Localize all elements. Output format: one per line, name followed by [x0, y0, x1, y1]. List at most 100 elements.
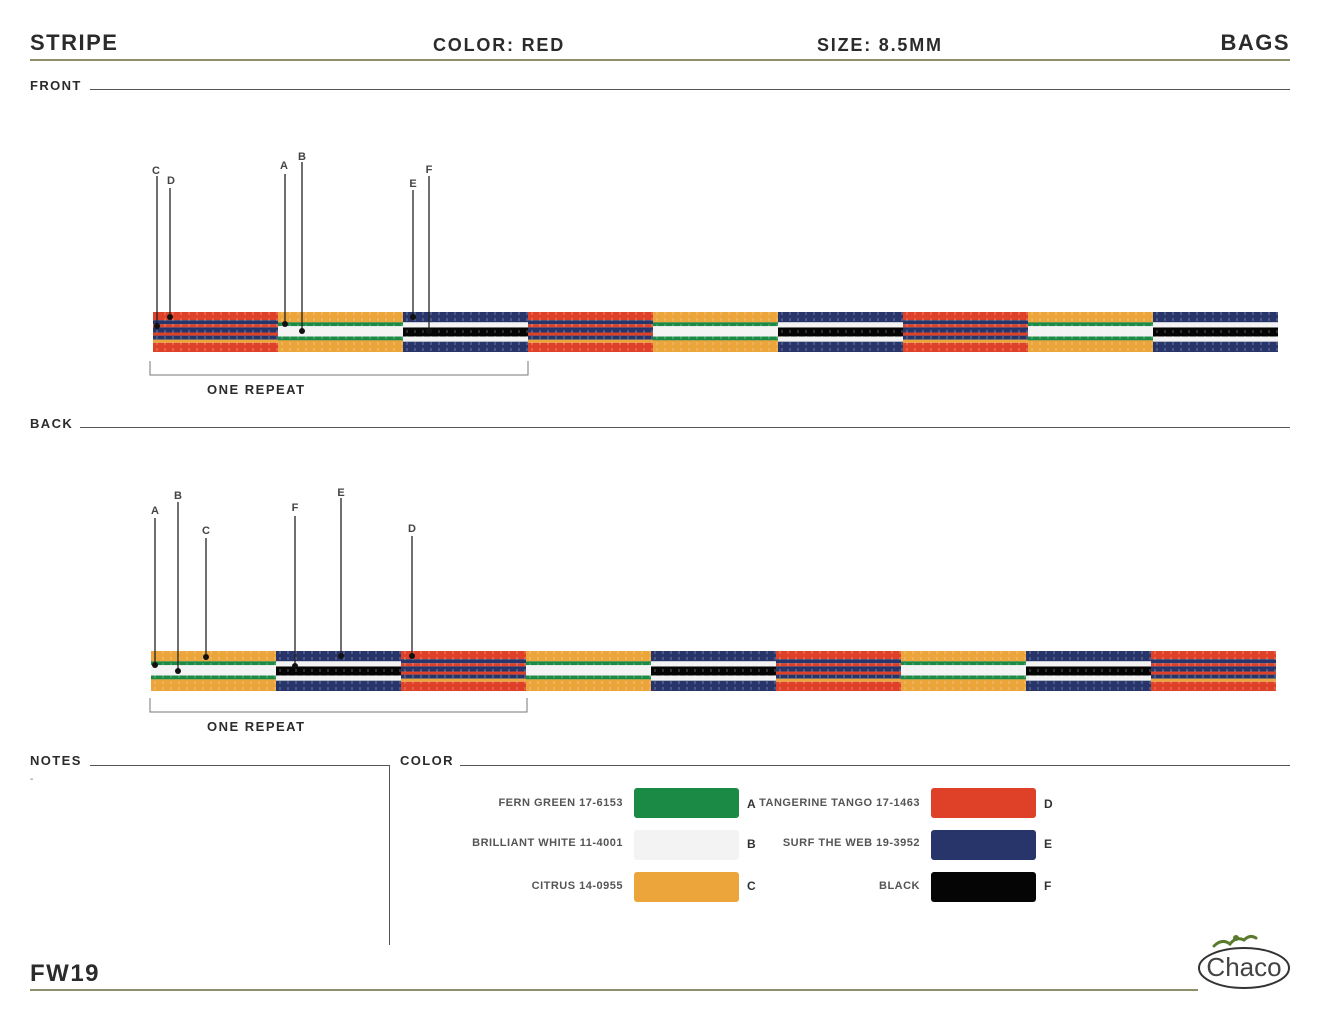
- strap-stripe: [401, 678, 526, 682]
- strap-stripe: [778, 327, 903, 337]
- strap-stripe: [1026, 675, 1151, 681]
- strap-stripe: [651, 666, 776, 676]
- strap-stripe: [903, 335, 1028, 340]
- strap-stripe: [153, 327, 278, 333]
- strap-stripe: [653, 322, 778, 327]
- strap-stripe: [901, 661, 1026, 666]
- callout-letter: C: [152, 165, 160, 177]
- strap-stripe: [651, 675, 776, 681]
- palette-letter-b: B: [747, 837, 756, 851]
- strap-segment: [903, 312, 1028, 352]
- palette-letter-d: D: [1044, 797, 1053, 811]
- strap-stripe: [1151, 651, 1276, 660]
- palette-name-e: SURF THE WEB 19-3952: [782, 837, 920, 849]
- back-section-label: BACK: [30, 416, 74, 431]
- strap-segment: [401, 651, 526, 691]
- strap-stripe: [1026, 651, 1151, 662]
- callout-dot: [175, 668, 181, 674]
- strap-stripe: [528, 335, 653, 340]
- callout-dot: [409, 653, 415, 659]
- strap-stripe: [778, 336, 903, 342]
- callout-dot: [410, 314, 416, 320]
- palette-name-f: BLACK: [879, 880, 920, 892]
- footer-rule: [30, 989, 1198, 991]
- strap-stripe: [1028, 336, 1153, 341]
- strap-segment: [901, 651, 1026, 691]
- strap-stripe: [528, 339, 653, 343]
- front-repeat-label: ONE REPEAT: [207, 382, 306, 397]
- callout-letter: B: [174, 490, 182, 502]
- strap-stripe: [151, 675, 276, 680]
- strap-stripe: [278, 340, 403, 352]
- chaco-logo: Chaco: [1196, 928, 1292, 992]
- strap-stripe: [278, 322, 403, 327]
- strap-stripe: [526, 665, 651, 676]
- color-rule: [460, 765, 1290, 766]
- strap-stripe: [1151, 674, 1276, 679]
- strap-segment: [153, 312, 278, 352]
- strap-stripe: [401, 651, 526, 660]
- callout-letter: E: [337, 487, 344, 499]
- strap-stripe: [153, 320, 278, 325]
- strap-stripe: [153, 339, 278, 343]
- strap-stripe: [901, 679, 1026, 691]
- palette-name-d: TANGERINE TANGO 17-1463: [759, 797, 920, 809]
- strap-stripe: [403, 341, 528, 352]
- strap-stripe: [1026, 666, 1151, 676]
- strap-stripe: [1153, 312, 1278, 323]
- strap-stripe: [526, 679, 651, 691]
- strap-stripe: [153, 342, 278, 352]
- strap-stripe: [403, 336, 528, 342]
- strap-stripe: [651, 680, 776, 691]
- strap-stripe: [401, 681, 526, 691]
- callout-dot: [154, 323, 160, 329]
- strap-stripe: [1026, 680, 1151, 691]
- back-rule: [80, 427, 1290, 428]
- palette-name-a: FERN GREEN 17-6153: [498, 797, 623, 809]
- strap-stripe: [1151, 671, 1276, 675]
- palette-letter-c: C: [747, 879, 756, 893]
- strap-stripe: [903, 327, 1028, 333]
- strap-stripe: [526, 661, 651, 666]
- strap-stripe: [778, 322, 903, 328]
- notes-text: -: [30, 774, 34, 785]
- strap-stripe: [276, 661, 401, 667]
- strap-stripe: [276, 680, 401, 691]
- strap-stripe: [651, 661, 776, 667]
- strap-stripe: [1028, 322, 1153, 327]
- strap-stripe: [403, 322, 528, 328]
- callout-letter: A: [280, 160, 288, 172]
- strap-stripe: [1153, 327, 1278, 337]
- strap-stripe: [401, 659, 526, 664]
- strap-stripe: [526, 675, 651, 680]
- strap-stripe: [776, 674, 901, 679]
- strap-stripe: [151, 679, 276, 691]
- strap-stripe: [1028, 312, 1153, 323]
- strap-stripe: [653, 312, 778, 323]
- front-rule: [90, 89, 1290, 90]
- palette-name-b: BRILLIANT WHITE 11-4001: [472, 837, 623, 849]
- doc-title: STRIPE: [30, 30, 119, 55]
- strap-stripe: [776, 666, 901, 672]
- strap-stripe: [278, 312, 403, 323]
- swatch-surf-the-web: [931, 830, 1036, 860]
- swatch-brilliant-white: [634, 830, 739, 860]
- back-strap: [151, 651, 1276, 691]
- strap-stripe: [1153, 322, 1278, 328]
- callout-dot: [167, 314, 173, 320]
- callout-letter: D: [408, 523, 416, 535]
- strap-stripe: [151, 651, 276, 662]
- strap-segment: [403, 312, 528, 352]
- strap-stripe: [403, 312, 528, 323]
- strap-segment: [1153, 312, 1278, 352]
- season-label: FW19: [30, 960, 101, 987]
- strap-segment: [778, 312, 903, 352]
- strap-stripe: [1151, 666, 1276, 672]
- strap-stripe: [903, 312, 1028, 321]
- callout-dot: [299, 328, 305, 334]
- strap-stripe: [403, 327, 528, 337]
- strap-segment: [528, 312, 653, 352]
